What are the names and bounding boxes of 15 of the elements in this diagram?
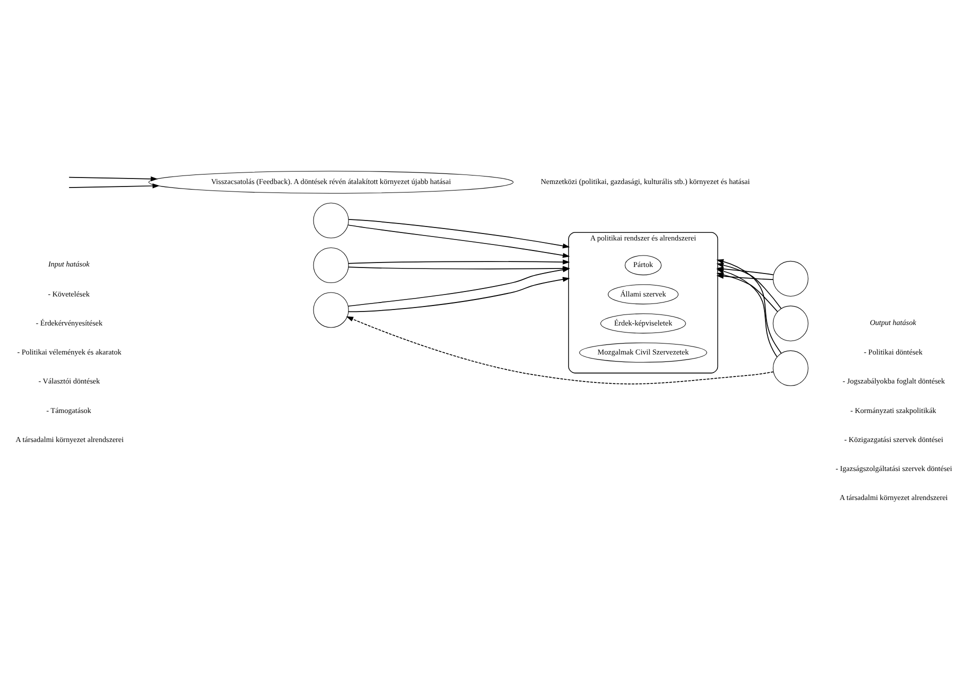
label: - Választói döntések bbox=[38, 376, 100, 386]
label: Nemzetközi (politikai, gazdasági, kulturális stb.) környezet és hatásai bbox=[540, 177, 750, 186]
label: A társadalmi környezet alrendszerei bbox=[840, 493, 948, 502]
label: Output hatások bbox=[870, 318, 916, 327]
label: - Követelések bbox=[48, 289, 90, 298]
label: A társadalmi környezet alrendszerei bbox=[16, 434, 124, 444]
label: - Támogatások bbox=[46, 406, 92, 415]
label: - Érdekérvényesítések bbox=[36, 318, 103, 328]
label: - Jogszabályokba foglalt döntések bbox=[842, 376, 945, 386]
label: - Politikai döntések bbox=[864, 348, 923, 357]
label: - Igazságszolgáltatási szervek döntései bbox=[836, 464, 952, 474]
label: - Politikai vélemények és akaratok bbox=[17, 348, 122, 357]
label: - Kormányzati szakpolitikák bbox=[850, 406, 936, 415]
label: Input hatások bbox=[48, 260, 90, 269]
label: - Közigazgatási szervek döntései bbox=[844, 434, 944, 444]
